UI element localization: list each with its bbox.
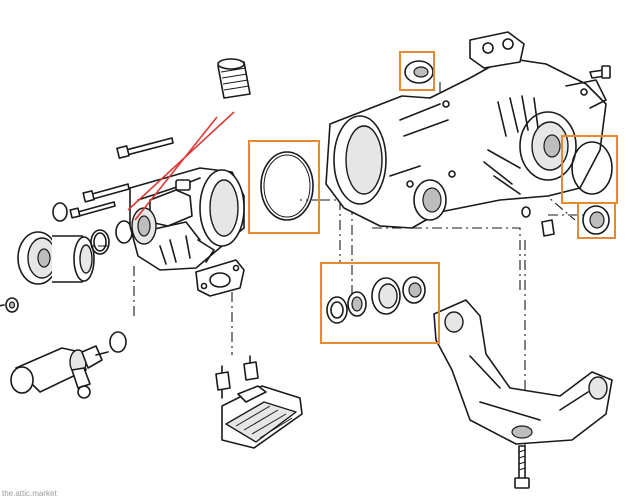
bracket-bolt [514,445,530,489]
coupling-flange [17,231,95,285]
control-module [221,385,303,449]
actuator-o-ring [109,331,127,353]
red-pointer-lines [127,111,235,221]
output-o-ring [571,141,613,195]
highlight-top-seal [399,51,435,91]
gasket-plate [195,259,245,297]
highlight-o-ring [248,140,320,234]
differential-housing [325,31,607,229]
highlight-bearing-set [320,262,440,344]
mounting-bracket [433,299,613,445]
highlight-boxes [248,51,618,344]
actuator-motor [10,345,109,399]
drain-plug [521,206,555,237]
o-ring-small [52,202,68,222]
long-bolts [69,137,174,219]
output-seal-right [582,205,610,235]
bearing-seal-set [326,276,426,324]
sensor-connectors [215,355,259,399]
highlight-output-seal [577,202,616,239]
pinion-seal-top [404,60,434,84]
seal-ring-a [90,229,110,255]
flange-nut [0,297,19,313]
watermark: the.attic.market [2,489,57,498]
large-o-ring [260,151,314,221]
breather-filter [217,58,251,99]
fill-plug-bolt [589,65,611,79]
coupling-housing [129,167,245,271]
